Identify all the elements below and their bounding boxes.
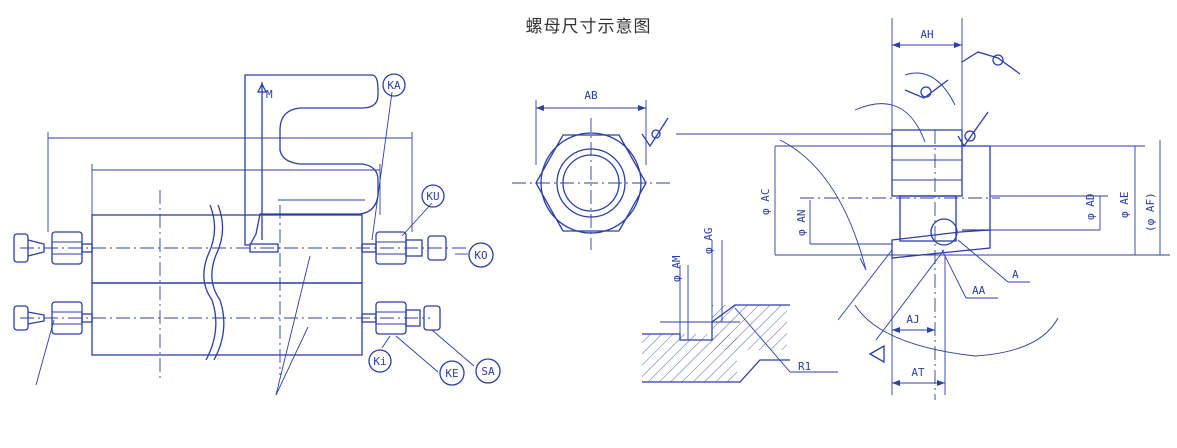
callout-ki: Ki: [368, 349, 392, 373]
svg-text:AA: AA: [972, 284, 986, 297]
label-am: φ AM: [670, 255, 683, 282]
label-aa: AA: [972, 284, 986, 297]
label-ac: φ AC: [759, 189, 772, 216]
label-a: A: [1012, 268, 1019, 281]
svg-text:M: M: [266, 88, 273, 101]
label-ag: φ AG: [702, 228, 715, 255]
svg-text:(φ AF): (φ AF): [1144, 192, 1157, 232]
label-af: (φ AF): [1144, 192, 1157, 232]
callout-ku: KU: [421, 184, 445, 208]
label-ad: φ AD: [1084, 194, 1097, 221]
label-aj: AJ: [906, 313, 919, 326]
diagram-title: 螺母尺寸示意图: [525, 17, 652, 37]
svg-text:AJ: AJ: [906, 313, 919, 326]
svg-text:φ AG: φ AG: [702, 228, 715, 255]
svg-text:R1: R1: [798, 360, 811, 373]
label-ah: AH: [920, 28, 933, 41]
nut-section-view: [676, 18, 1170, 400]
svg-text:AB: AB: [584, 89, 598, 102]
svg-text:AT: AT: [911, 366, 925, 379]
callout-sa: SA: [475, 358, 501, 384]
callout-ka: KA: [382, 73, 406, 97]
svg-text:SA: SA: [481, 365, 495, 378]
label-ae: φ AE: [1118, 192, 1131, 219]
svg-text:φ AD: φ AD: [1084, 194, 1097, 221]
svg-text:φ AE: φ AE: [1118, 192, 1131, 219]
assembly-side-view: M: [13, 74, 475, 396]
svg-text:KU: KU: [426, 190, 439, 203]
seat-detail-section: [642, 240, 838, 383]
svg-text:Ki: Ki: [373, 355, 386, 368]
svg-text:A: A: [1012, 268, 1019, 281]
svg-text:φ AN: φ AN: [795, 210, 808, 237]
callout-ko: KO: [468, 242, 494, 268]
svg-text:φ AC: φ AC: [759, 189, 772, 216]
svg-text:φ AM: φ AM: [670, 255, 683, 282]
svg-text:KO: KO: [474, 249, 487, 262]
svg-text:AH: AH: [920, 28, 933, 41]
svg-text:KE: KE: [445, 367, 458, 380]
svg-text:KA: KA: [387, 79, 401, 92]
callout-ke: KE: [439, 360, 465, 386]
label-r1: R1: [798, 360, 811, 373]
hex-nut-front-view: [512, 100, 670, 250]
label-an: φ AN: [795, 210, 808, 237]
label-at: AT: [911, 366, 925, 379]
label-ab: AB: [584, 89, 598, 102]
